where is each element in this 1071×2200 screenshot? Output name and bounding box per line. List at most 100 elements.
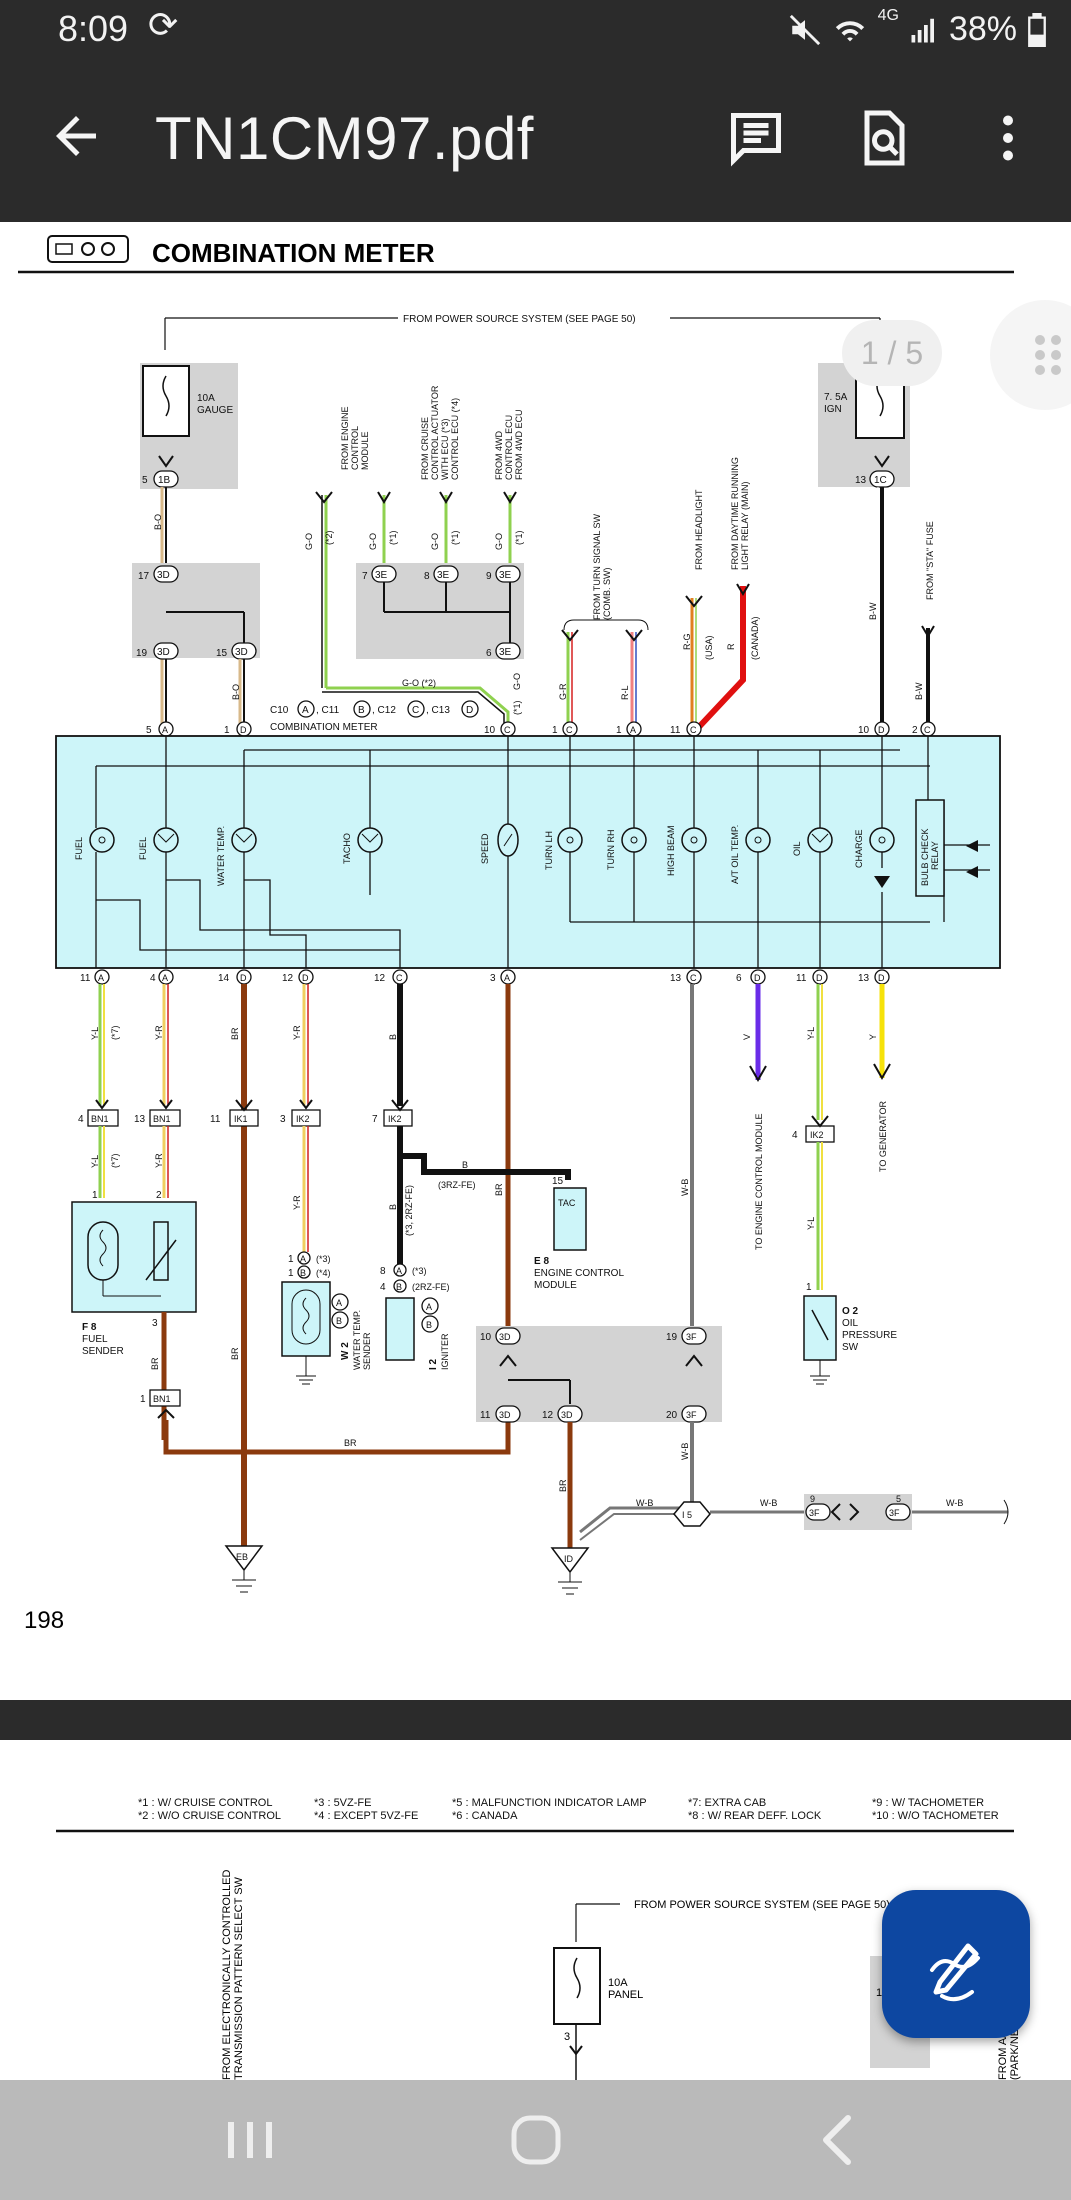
svg-text:D: D [240,973,247,983]
note-p2-9: *9 : W/ TACHOMETER [872,1797,984,1809]
fuse-gauge-amp: 10A [197,393,215,404]
back-arrow-icon[interactable] [46,106,106,166]
f8-label-1: FUEL [82,1334,108,1345]
p2-left-label-2: TRANSMISSION PATTERN SELECT SW [233,1876,245,2080]
gauge-charge: CHARGE [854,829,864,868]
pdf-page-198: .t { font-size:10px; fill:#111; } .ts { … [0,222,1071,1700]
comment-icon[interactable] [726,108,786,168]
tac-box [553,1187,587,1251]
svg-text:IK2: IK2 [388,1114,402,1124]
from-turn-2: (COMB. SW) [602,568,612,621]
svg-text:D: D [754,973,761,983]
page-number: 198 [24,1607,64,1634]
wire-yr-4: Y-R [292,1195,302,1210]
wire-rl: R-L [620,685,630,700]
svg-text:7: 7 [372,1114,378,1125]
connector-3e-7: 3E [375,570,388,581]
i2-label: IGNITER [440,1333,450,1370]
svg-text:3: 3 [490,973,496,984]
wire-v: V [742,1034,752,1040]
combination-meter-box [55,735,1001,969]
w2-code: W 2 [340,1342,351,1360]
note-p2-10: *10 : W/O TACHOMETER [872,1810,999,1822]
recent-apps-icon[interactable] [210,2100,290,2180]
pin-6: 6 [486,648,492,659]
go-wires [315,491,517,728]
back-nav-icon[interactable] [800,2100,880,2180]
svg-text:11: 11 [796,973,807,984]
from-engine-3: MODULE [360,431,370,470]
from-sta: FROM "STA" FUSE [925,521,935,600]
sync-icon: ⟳ [148,4,179,45]
svg-text:C: C [690,725,697,735]
svg-text:, C13: , C13 [426,705,450,716]
pin-9: 9 [486,571,492,582]
svg-text:10: 10 [858,725,870,736]
svg-text:D: D [878,973,885,983]
from-cruise-4: CONTROL ECU (*4) [450,398,460,480]
note-n7-1: (*7) [110,1025,120,1040]
pin-3f-9: 9 [810,1494,815,1504]
p2-left-label-1: FROM ELECTRONICALLY CONTROLLED [221,1869,233,2080]
relay-label: RELAY [930,841,940,870]
wire-y: Y [868,1034,878,1040]
w2-legend-b: B [336,1316,342,1326]
w2-legend-a: A [336,1298,342,1308]
more-vert-icon[interactable] [978,108,1038,168]
w2-pin-b: B [300,1268,306,1278]
e8-label-1: ENGINE CONTROL [534,1268,624,1279]
from-4wd-3: FROM 4WD ECU [514,410,524,481]
find-in-page-icon[interactable] [852,108,912,168]
ground-eb-label: EB [236,1552,248,1562]
home-icon[interactable] [496,2100,576,2180]
svg-text:, C12: , C12 [372,705,396,716]
status-icons: 4G 38% [788,7,1047,49]
w2-label-1: WATER TEMP. [352,1310,362,1370]
bn1-pin-4: 1 [140,1394,146,1405]
note-p2-4: *4 : EXCEPT 5VZ-FE [314,1810,418,1822]
battery-icon [1028,12,1046,47]
pen-edit-icon [930,1943,980,2002]
svg-text:C: C [412,705,419,716]
power-source-label-2: FROM POWER SOURCE SYSTEM (SEE PAGE 50) [634,1899,890,1911]
from-cruise-3: WITH ECU (*3) [440,419,450,481]
svg-text:C: C [924,725,931,735]
svg-text:D: D [816,973,823,983]
wire-rg: R-G [682,634,692,651]
from-4wd-2: CONTROL ECU [504,415,514,480]
ground-id-label: ID [564,1554,574,1564]
o2-label-2: PRESSURE [842,1330,897,1341]
note-n1-4: (*1) [512,700,522,715]
wire-yl-3: Y-L [90,1155,100,1168]
svg-text:6: 6 [736,973,742,984]
i2-pin-8: 8 [380,1266,386,1277]
svg-text:3: 3 [280,1114,286,1125]
wire-br-6: BR [558,1479,568,1492]
fuse-gauge-label: GAUGE [197,405,233,416]
pin-15: 15 [216,648,228,659]
svg-text:A: A [630,725,636,735]
bn1-pin-2: 2 [156,1190,162,1201]
connector-bn1-lower: BN1 [153,1394,171,1404]
from-engine-1: FROM ENGINE [340,406,350,470]
wire-wb-3: W-B [636,1498,653,1508]
note-usa: (USA) [704,635,714,660]
wire-br-4: BR [230,1347,240,1360]
e8-code: E 8 [534,1256,549,1267]
o2-label-1: OIL [842,1318,859,1329]
connector-3e-8: 3E [437,570,450,581]
wire-go-2: G-O [368,533,378,550]
from-drl-2: LIGHT RELAY (MAIN) [740,481,750,570]
drag-handle[interactable] [990,300,1071,410]
signal-icon [911,18,934,42]
note-p2-3: *3 : 5VZ-FE [314,1797,371,1809]
svg-text:BN1: BN1 [91,1114,109,1124]
bn1-pin-3: 3 [152,1318,158,1329]
lower-wires [98,984,891,1560]
wire-bo: B-O [153,514,163,530]
annotate-button[interactable] [882,1890,1030,2038]
svg-text:C: C [504,725,511,735]
meter-connector-legend: C10 A , C11 B , C12 C , C13 D COMBINATIO… [270,700,479,733]
svg-text:12: 12 [282,973,294,984]
note-canada: (CANADA) [750,616,760,660]
